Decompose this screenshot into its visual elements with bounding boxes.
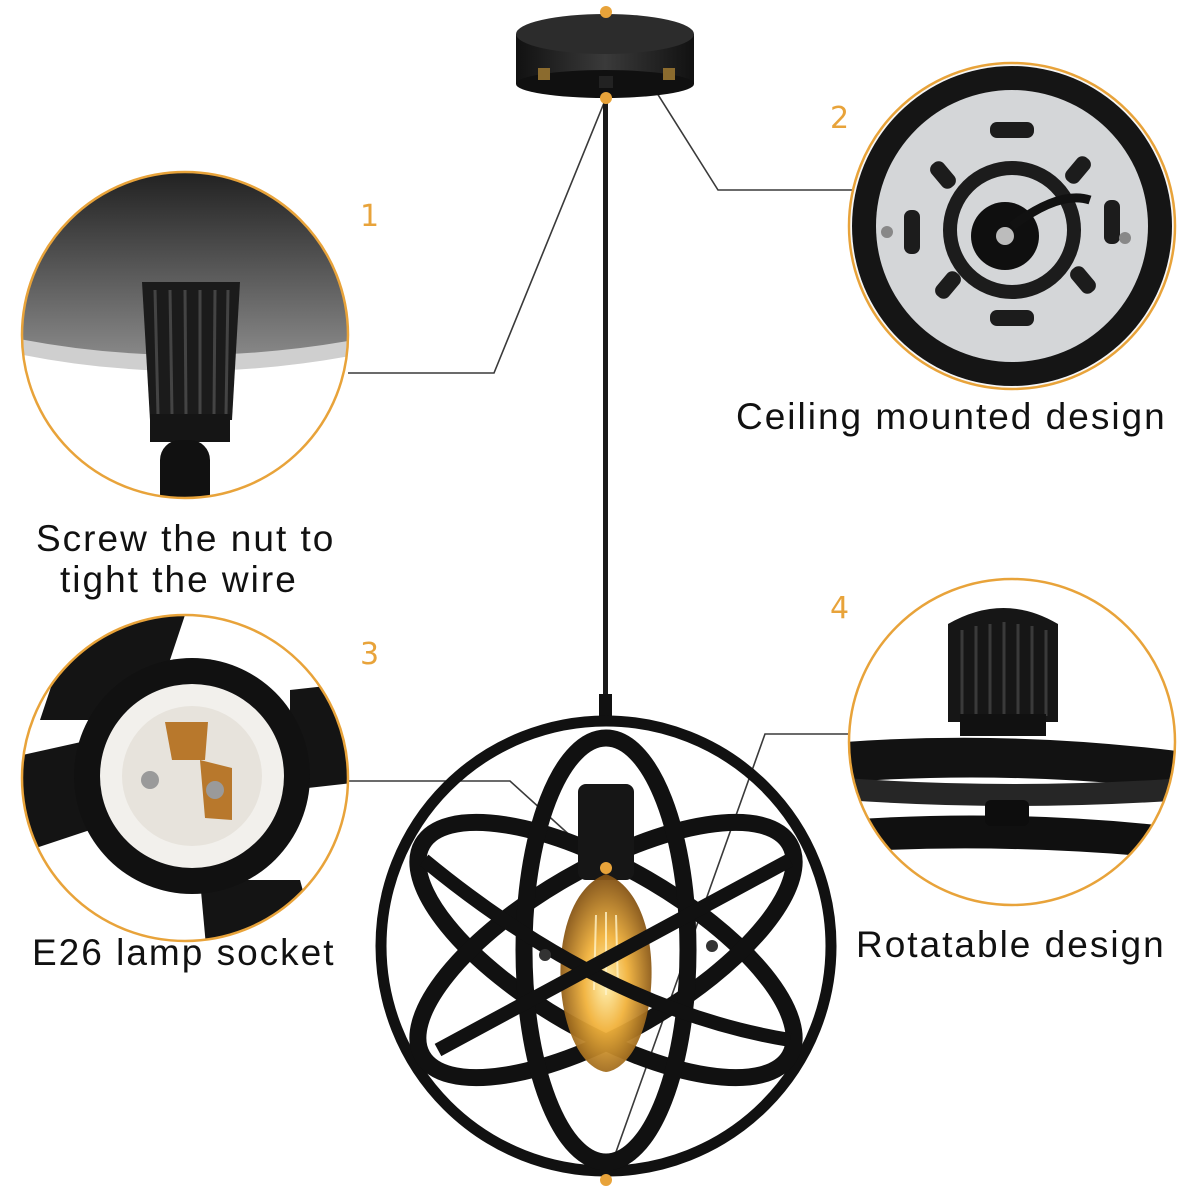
callout-number-1: 1 (360, 199, 380, 234)
rotatable-joint-icon (847, 577, 1177, 907)
dot-ring-bottom (600, 1174, 612, 1186)
caption-line: tight the wire (60, 559, 298, 600)
caption-line: Ceiling mounted design (736, 396, 1167, 437)
suspension-rod (603, 96, 608, 696)
dot-socket (600, 862, 612, 874)
caption-ceiling-mount: Ceiling mounted design (736, 396, 1167, 437)
caption-cord-grip: Screw the nut to tight the wire (36, 518, 335, 600)
caption-line: Rotatable design (856, 924, 1166, 965)
callout-number-2: 2 (830, 101, 850, 136)
callout-dots (600, 6, 612, 1186)
outer-ring (375, 715, 837, 1177)
cord-grip-nut-icon (20, 170, 350, 500)
dot-canopy-top (600, 6, 612, 18)
leader-line-1 (348, 97, 607, 374)
socket-body (578, 784, 634, 880)
caption-line: Screw the nut to (36, 518, 336, 559)
caption-rotatable: Rotatable design (856, 924, 1166, 965)
canopy-top (516, 14, 694, 54)
callout-number-3: 3 (360, 637, 380, 672)
callout-number-4: 4 (830, 591, 850, 626)
orb-pendant-light-icon (375, 14, 837, 1177)
caption-lamp-socket: E26 lamp socket (32, 932, 336, 973)
dot-canopy-bottom (600, 92, 612, 104)
caption-line: E26 lamp socket (32, 932, 336, 973)
leader-line-4 (605, 733, 852, 1181)
ceiling-mount-plate-icon (847, 61, 1177, 391)
